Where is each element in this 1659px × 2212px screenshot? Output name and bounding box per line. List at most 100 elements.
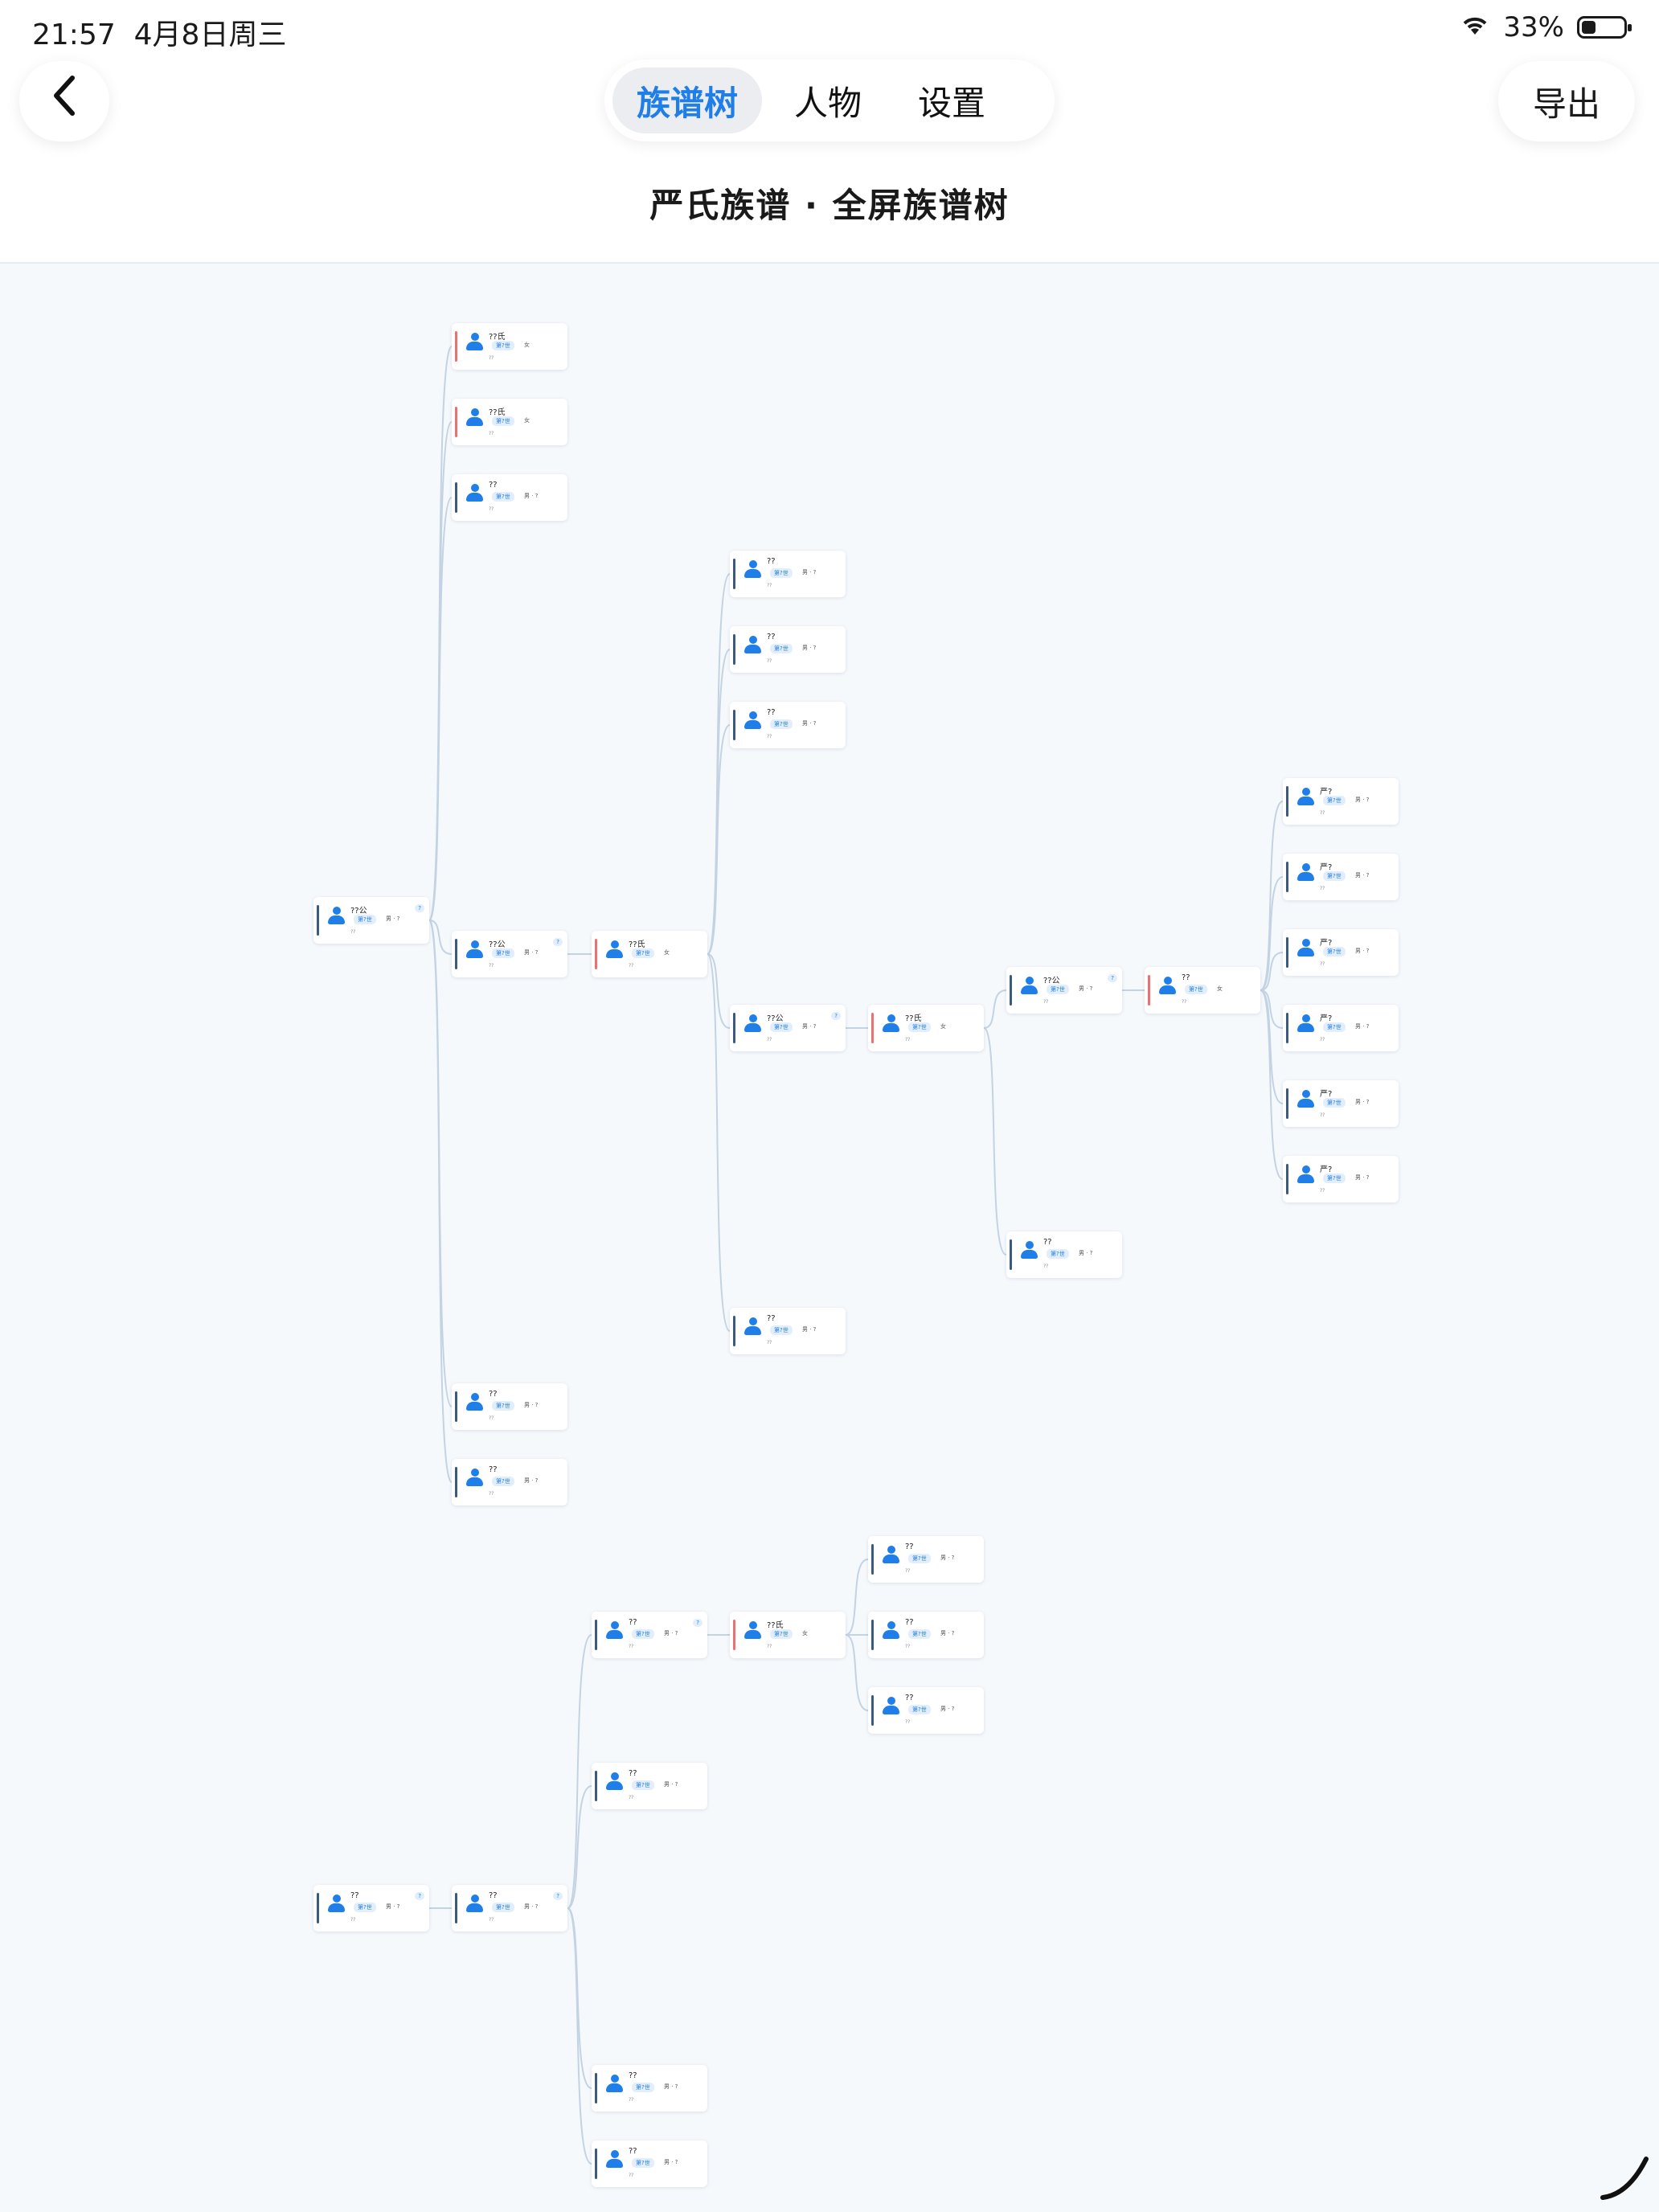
person-name: ?? bbox=[905, 1618, 914, 1627]
status-indicators: 33% bbox=[1460, 11, 1632, 43]
generation-badge: 第?世 bbox=[1323, 796, 1346, 805]
person-sex: 男 · ? bbox=[524, 493, 539, 499]
person-node[interactable]: 严?第?世男 · ??? bbox=[1283, 778, 1399, 825]
generation-badge: 第?世 bbox=[1323, 1022, 1346, 1032]
person-node[interactable]: ??第?世男 · ??? bbox=[452, 1459, 567, 1505]
wifi-icon bbox=[1460, 11, 1490, 43]
gender-bar bbox=[871, 1544, 874, 1575]
gender-bar bbox=[871, 1013, 874, 1043]
person-node[interactable]: 严?第?世男 · ??? bbox=[1283, 854, 1399, 900]
generation-badge: 第?世 bbox=[908, 1629, 931, 1639]
person-dates: ?? bbox=[1043, 999, 1049, 1005]
tab-people[interactable]: 人物 bbox=[794, 83, 862, 123]
person-node[interactable]: ??氏第?世女?? bbox=[730, 1612, 846, 1658]
person-dates: ?? bbox=[767, 583, 772, 588]
person-node[interactable]: ??第?世男 · ???? bbox=[592, 1612, 707, 1658]
person-node[interactable]: ??第?世男 · ??? bbox=[730, 702, 846, 748]
battery-icon bbox=[1577, 16, 1632, 39]
person-avatar-icon bbox=[1159, 977, 1176, 996]
person-name: 严? bbox=[1320, 939, 1333, 948]
battery-percent: 33% bbox=[1503, 11, 1564, 43]
person-node[interactable]: ??公第?世男 · ???? bbox=[313, 897, 429, 944]
person-node[interactable]: ??氏第?世女?? bbox=[868, 1005, 984, 1051]
person-dates: ?? bbox=[767, 1340, 772, 1346]
export-button[interactable]: 导出 bbox=[1498, 61, 1635, 141]
person-dates: ?? bbox=[629, 2173, 634, 2178]
person-name: 严? bbox=[1320, 1165, 1333, 1174]
person-node[interactable]: ??第?世男 · ??? bbox=[592, 2065, 707, 2112]
person-name: ?? bbox=[767, 633, 776, 641]
person-sex: 男 · ? bbox=[802, 569, 817, 576]
person-dates: ?? bbox=[767, 658, 772, 664]
person-node[interactable]: ??第?世男 · ??? bbox=[592, 1763, 707, 1809]
person-node[interactable]: 严?第?世男 · ??? bbox=[1283, 1005, 1399, 1051]
person-name: ??氏 bbox=[629, 940, 645, 949]
tree-connector bbox=[1260, 952, 1284, 991]
person-node[interactable]: 严?第?世男 · ??? bbox=[1283, 1080, 1399, 1127]
person-avatar-icon bbox=[1297, 1090, 1314, 1109]
person-dates: ?? bbox=[629, 1795, 634, 1800]
gender-bar bbox=[595, 2149, 597, 2179]
person-node[interactable]: ??公第?世男 · ???? bbox=[1006, 967, 1122, 1014]
gender-bar bbox=[1286, 1088, 1288, 1119]
person-node[interactable]: ??氏第?世女?? bbox=[592, 931, 707, 977]
person-sex: 男 · ? bbox=[524, 949, 539, 956]
person-node[interactable]: ??第?世男 · ???? bbox=[313, 1885, 429, 1931]
person-avatar-icon bbox=[744, 1014, 761, 1034]
person-node[interactable]: ??氏第?世女?? bbox=[452, 399, 567, 445]
person-node[interactable]: ??公第?世男 · ???? bbox=[730, 1005, 846, 1051]
person-avatar-icon bbox=[744, 636, 761, 655]
tree-connector bbox=[1260, 989, 1284, 1104]
person-sex: 男 · ? bbox=[386, 1903, 400, 1910]
person-node[interactable]: ??第?世男 · ??? bbox=[452, 1383, 567, 1430]
generation-badge: 第?世 bbox=[354, 915, 376, 924]
gender-bar bbox=[871, 1620, 874, 1650]
family-tree-canvas[interactable]: ??氏第?世女????氏第?世女????第?世男 · ?????公第?世男 · … bbox=[0, 264, 1659, 2212]
person-node[interactable]: ??第?世男 · ??? bbox=[1006, 1231, 1122, 1278]
person-node[interactable]: ??第?世男 · ??? bbox=[592, 2140, 707, 2187]
children-count-badge: ? bbox=[415, 1892, 424, 1900]
person-node[interactable]: ??氏第?世女?? bbox=[452, 323, 567, 370]
person-sex: 男 · ? bbox=[802, 720, 817, 727]
generation-badge: 第?世 bbox=[1323, 1098, 1346, 1108]
person-sex: 男 · ? bbox=[1355, 1023, 1370, 1030]
generation-badge: 第?世 bbox=[492, 1903, 514, 1912]
gender-bar bbox=[595, 939, 597, 969]
person-node[interactable]: ??第?世男 · ??? bbox=[868, 1687, 984, 1734]
person-dates: ?? bbox=[1320, 886, 1325, 891]
generation-badge: 第?世 bbox=[908, 1022, 931, 1032]
person-node[interactable]: ??第?世男 · ??? bbox=[452, 474, 567, 521]
generation-badge: 第?世 bbox=[632, 2083, 654, 2092]
person-node[interactable]: ??第?世男 · ??? bbox=[730, 551, 846, 597]
person-node[interactable]: ??第?世男 · ???? bbox=[452, 1885, 567, 1931]
generation-badge: 第?世 bbox=[632, 2158, 654, 2168]
person-dates: ?? bbox=[1320, 810, 1325, 816]
person-dates: ?? bbox=[905, 1719, 911, 1725]
view-tabs: 族谱树 人物 设置 bbox=[604, 59, 1055, 141]
tree-connector bbox=[567, 1785, 592, 1909]
person-node[interactable]: ??第?世男 · ??? bbox=[868, 1536, 984, 1583]
person-name: ?? bbox=[905, 1694, 914, 1702]
person-avatar-icon bbox=[606, 1621, 623, 1641]
person-dates: ?? bbox=[905, 1037, 911, 1043]
person-name: ??氏 bbox=[489, 333, 506, 342]
person-avatar-icon bbox=[466, 940, 483, 960]
person-node[interactable]: ??公第?世男 · ???? bbox=[452, 931, 567, 977]
status-time: 21:57 4月8日周三 bbox=[32, 18, 287, 51]
person-name: ?? bbox=[350, 1891, 359, 1900]
person-node[interactable]: 严?第?世男 · ??? bbox=[1283, 929, 1399, 976]
person-node[interactable]: 严?第?世男 · ??? bbox=[1283, 1156, 1399, 1202]
person-avatar-icon bbox=[466, 484, 483, 503]
person-node[interactable]: ??第?世男 · ??? bbox=[730, 626, 846, 673]
tab-tree[interactable]: 族谱树 bbox=[612, 68, 763, 133]
person-node[interactable]: ??第?世男 · ??? bbox=[868, 1612, 984, 1658]
person-avatar-icon bbox=[1297, 939, 1314, 958]
person-node[interactable]: ??第?世男 · ??? bbox=[730, 1308, 846, 1354]
person-avatar-icon bbox=[466, 1469, 483, 1488]
tree-connector bbox=[428, 920, 453, 955]
generation-badge: 第?世 bbox=[632, 1780, 654, 1790]
person-node[interactable]: ??第?世女?? bbox=[1145, 967, 1260, 1014]
person-avatar-icon bbox=[466, 333, 483, 352]
back-button[interactable] bbox=[19, 61, 109, 141]
tab-settings[interactable]: 设置 bbox=[918, 83, 986, 123]
